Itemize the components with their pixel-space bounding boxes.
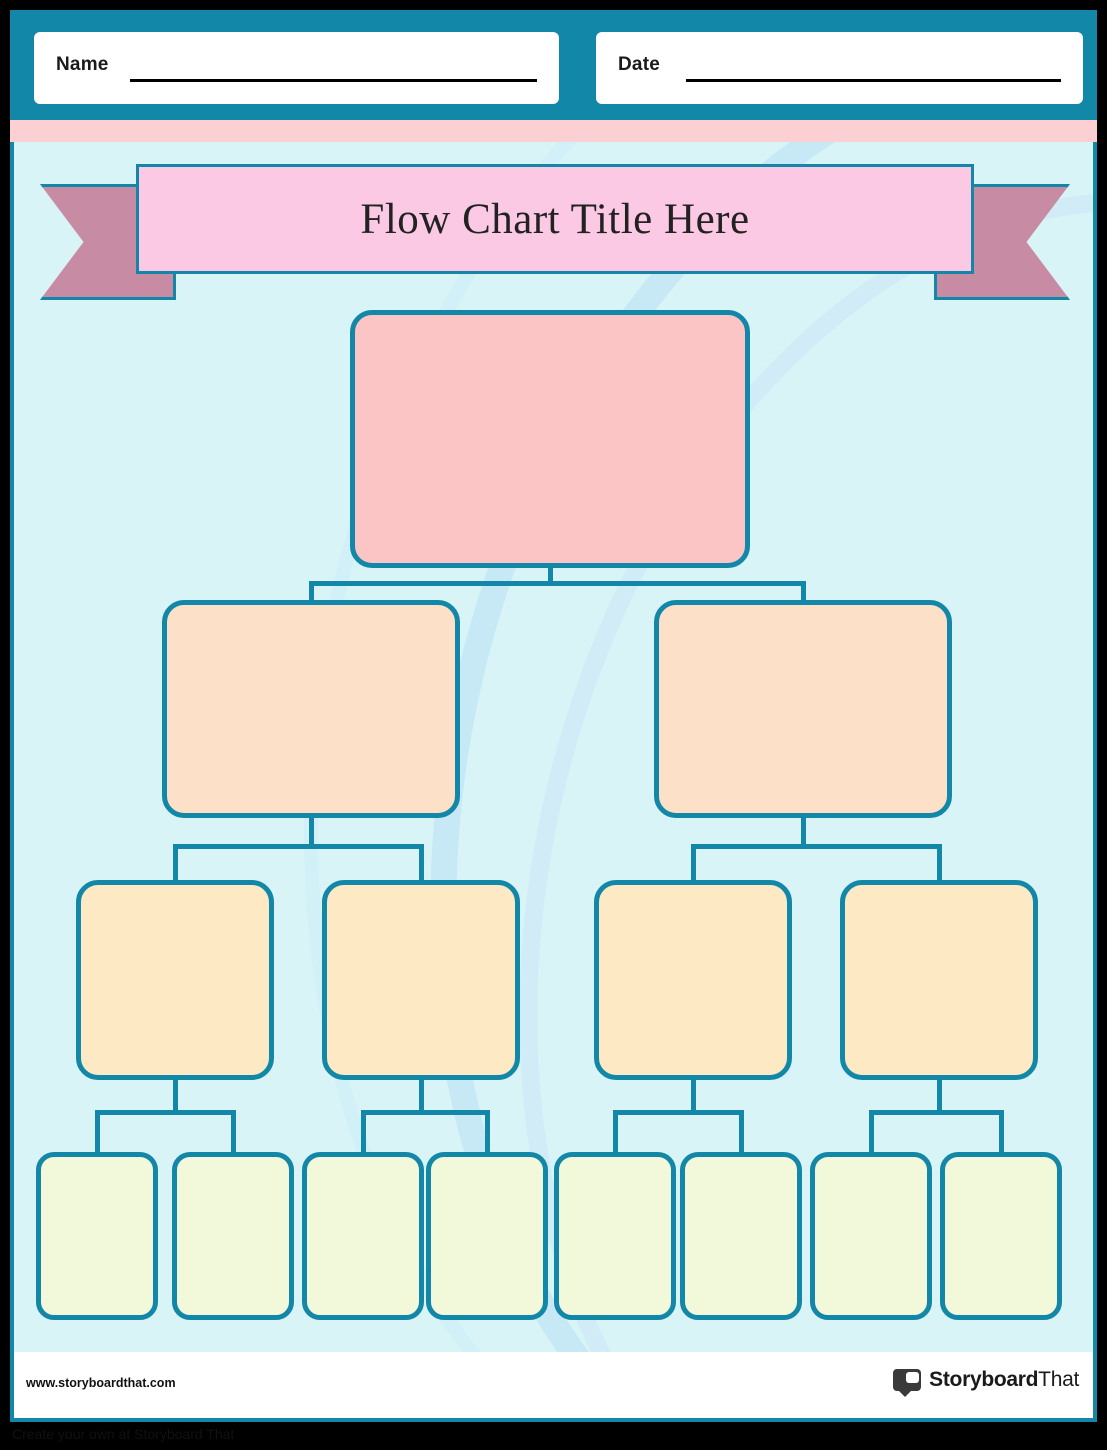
brand-name-bold: Storyboard [929, 1368, 1039, 1391]
footer: www.storyboardthat.com StoryboardThat [14, 1352, 1093, 1418]
worksheet-canvas: Flow Chart Title Here [14, 142, 1093, 1418]
connector-stem-n5 [690, 1075, 696, 1116]
connector-drop-n3 [172, 844, 178, 885]
connector-bus-n2 [690, 844, 942, 850]
caption-strip: Create your own at Storyboard That [0, 1422, 1107, 1450]
connector-drop-n12 [738, 1110, 744, 1157]
flow-node-n12[interactable] [680, 1152, 802, 1320]
date-field-box[interactable]: Date [596, 32, 1083, 104]
connector-drop-n2 [800, 581, 806, 605]
flow-node-n10[interactable] [426, 1152, 548, 1320]
flow-node-n7[interactable] [36, 1152, 158, 1320]
flow-node-n13[interactable] [810, 1152, 932, 1320]
brand-name: StoryboardThat [929, 1368, 1079, 1392]
flow-node-n8[interactable] [172, 1152, 294, 1320]
flow-node-n0[interactable] [350, 310, 750, 568]
footer-url[interactable]: www.storyboardthat.com [26, 1376, 176, 1390]
flow-node-n11[interactable] [554, 1152, 676, 1320]
date-label: Date [618, 54, 660, 75]
connector-drop-n1 [308, 581, 314, 605]
pink-accent-strip [10, 120, 1097, 142]
connector-stem-n3 [172, 1075, 178, 1116]
flow-node-n6[interactable] [840, 880, 1038, 1080]
date-write-line[interactable] [686, 79, 1061, 82]
name-field-box[interactable]: Name [34, 32, 559, 104]
connector-drop-n6 [936, 844, 942, 885]
connector-drop-n9 [360, 1110, 366, 1157]
speech-bubble-icon [893, 1369, 922, 1397]
flow-node-n5[interactable] [594, 880, 792, 1080]
connector-bus-n1 [172, 844, 424, 850]
flow-chart [14, 142, 1093, 1418]
connector-stem-n6 [936, 1075, 942, 1116]
caption-text: Create your own at Storyboard That [12, 1426, 235, 1442]
chart-title[interactable]: Flow Chart Title Here [360, 195, 750, 243]
connector-bus-n4 [360, 1110, 490, 1116]
connector-drop-n8 [230, 1110, 236, 1157]
ribbon-center[interactable]: Flow Chart Title Here [136, 164, 974, 274]
connector-stem-n0 [547, 563, 553, 587]
connector-bus-n0 [308, 581, 806, 587]
header-band: Name Date [10, 10, 1097, 120]
brand-name-light: That [1038, 1368, 1079, 1391]
flow-node-n4[interactable] [322, 880, 520, 1080]
name-write-line[interactable] [130, 79, 537, 82]
connector-drop-n4 [418, 844, 424, 885]
connector-drop-n7 [94, 1110, 100, 1157]
connector-drop-n5 [690, 844, 696, 885]
connector-stem-n2 [800, 813, 806, 850]
title-banner: Flow Chart Title Here [40, 164, 1070, 300]
connector-stem-n4 [418, 1075, 424, 1116]
connector-drop-n14 [998, 1110, 1004, 1157]
flow-node-n2[interactable] [654, 600, 952, 818]
brand-logo: StoryboardThat [893, 1368, 1079, 1397]
flow-node-n1[interactable] [162, 600, 460, 818]
connector-drop-n11 [612, 1110, 618, 1157]
connector-drop-n13 [868, 1110, 874, 1157]
connector-stem-n1 [308, 813, 314, 850]
name-label: Name [56, 54, 109, 75]
connector-bus-n3 [94, 1110, 236, 1116]
connector-drop-n10 [484, 1110, 490, 1157]
flow-node-n9[interactable] [302, 1152, 424, 1320]
connector-bus-n5 [612, 1110, 744, 1116]
flow-node-n14[interactable] [940, 1152, 1062, 1320]
connector-bus-n6 [868, 1110, 1004, 1116]
flow-node-n3[interactable] [76, 880, 274, 1080]
